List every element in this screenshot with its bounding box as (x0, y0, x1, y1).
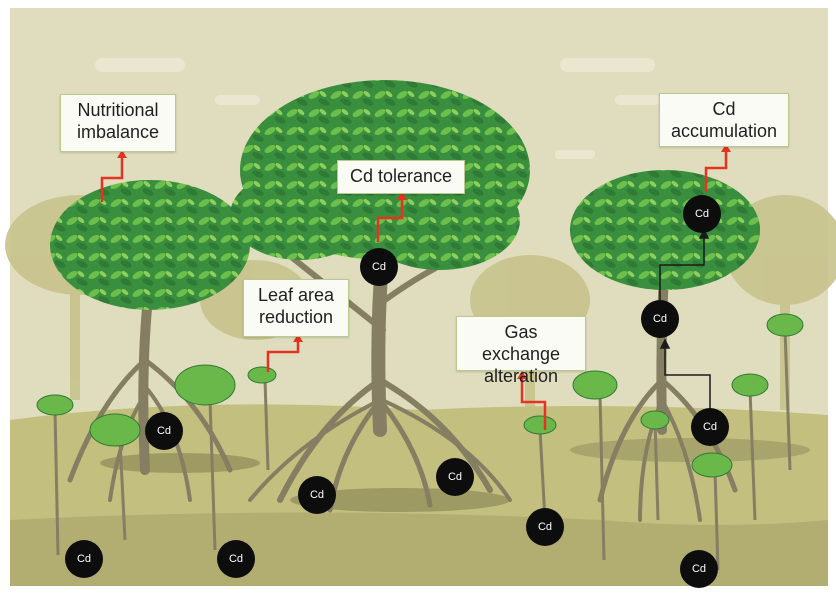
cd-marker: Cd (436, 458, 474, 496)
label-nutritional-imbalance: Nutritional imbalance (60, 94, 176, 152)
cd-marker: Cd (298, 476, 336, 514)
cd-marker: Cd (691, 408, 729, 446)
cd-marker: Cd (360, 248, 398, 286)
cd-marker: Cd (641, 300, 679, 338)
cd-marker: Cd (680, 550, 718, 588)
cd-marker: Cd (526, 508, 564, 546)
label-gas-exchange-alteration: Gas exchange alteration (456, 316, 586, 371)
cd-marker: Cd (145, 412, 183, 450)
cd-marker: Cd (65, 540, 103, 578)
label-cd-accumulation: Cd accumulation (659, 93, 789, 147)
label-cd-tolerance: Cd tolerance (337, 160, 465, 194)
label-leaf-area-reduction: Leaf area reduction (243, 279, 349, 337)
cd-marker: Cd (217, 540, 255, 578)
cd-marker: Cd (683, 195, 721, 233)
